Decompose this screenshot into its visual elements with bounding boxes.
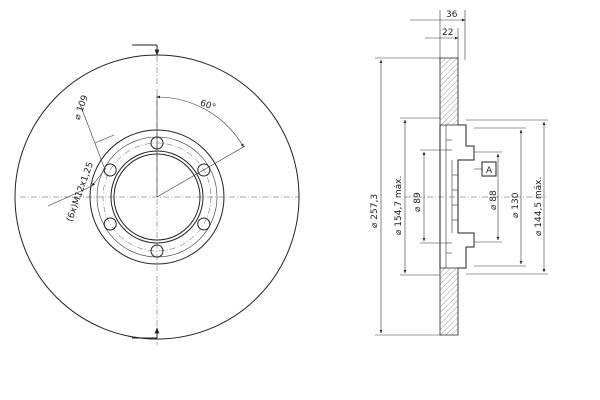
width-total-label: 36 xyxy=(446,10,458,20)
angle-arc xyxy=(156,95,244,148)
seat-max-label: ⌀ 144,5 máx. xyxy=(534,177,544,236)
bore-label: ⌀ 89 xyxy=(413,192,423,212)
datum-label: A xyxy=(486,166,493,176)
pcd-leader-tick xyxy=(94,134,115,144)
bolt-hole xyxy=(150,244,164,258)
thread-leader-line xyxy=(47,185,93,207)
bolt-hole xyxy=(103,217,117,231)
rotor-ring-lower-section xyxy=(439,267,459,336)
bolt-hole xyxy=(103,163,117,177)
outer-dia-label: ⌀ 257,3 xyxy=(370,194,380,228)
thread-label: (6x)M12x1,25 xyxy=(65,161,96,223)
thread-leader xyxy=(91,167,107,187)
bolt-hole xyxy=(197,217,211,231)
seat-label: ⌀ 130 xyxy=(511,192,521,218)
pcd-label: ⌀ 109 xyxy=(73,94,91,122)
hub-wall-detail xyxy=(446,139,458,254)
rotor-ring-upper-section xyxy=(439,57,459,126)
side-view: 36 22 ⌀ 257,3 ⌀ 154,7 máx. xyxy=(370,10,548,336)
pilot-label: ⌀ 88 xyxy=(489,190,499,210)
width-inner-label: 22 xyxy=(442,28,453,38)
hub-max-label: ⌀ 154,7 máx. xyxy=(394,176,404,235)
angle-ray-lower xyxy=(156,145,246,198)
pcd-leader xyxy=(79,103,105,168)
disc-outer-edge xyxy=(14,54,300,340)
angle-label: 60° xyxy=(198,99,216,114)
front-view: 60° ⌀ 109 (6x)M12x1,25 xyxy=(14,44,300,345)
hub-outline xyxy=(439,124,475,269)
bolt-hole xyxy=(197,163,211,177)
